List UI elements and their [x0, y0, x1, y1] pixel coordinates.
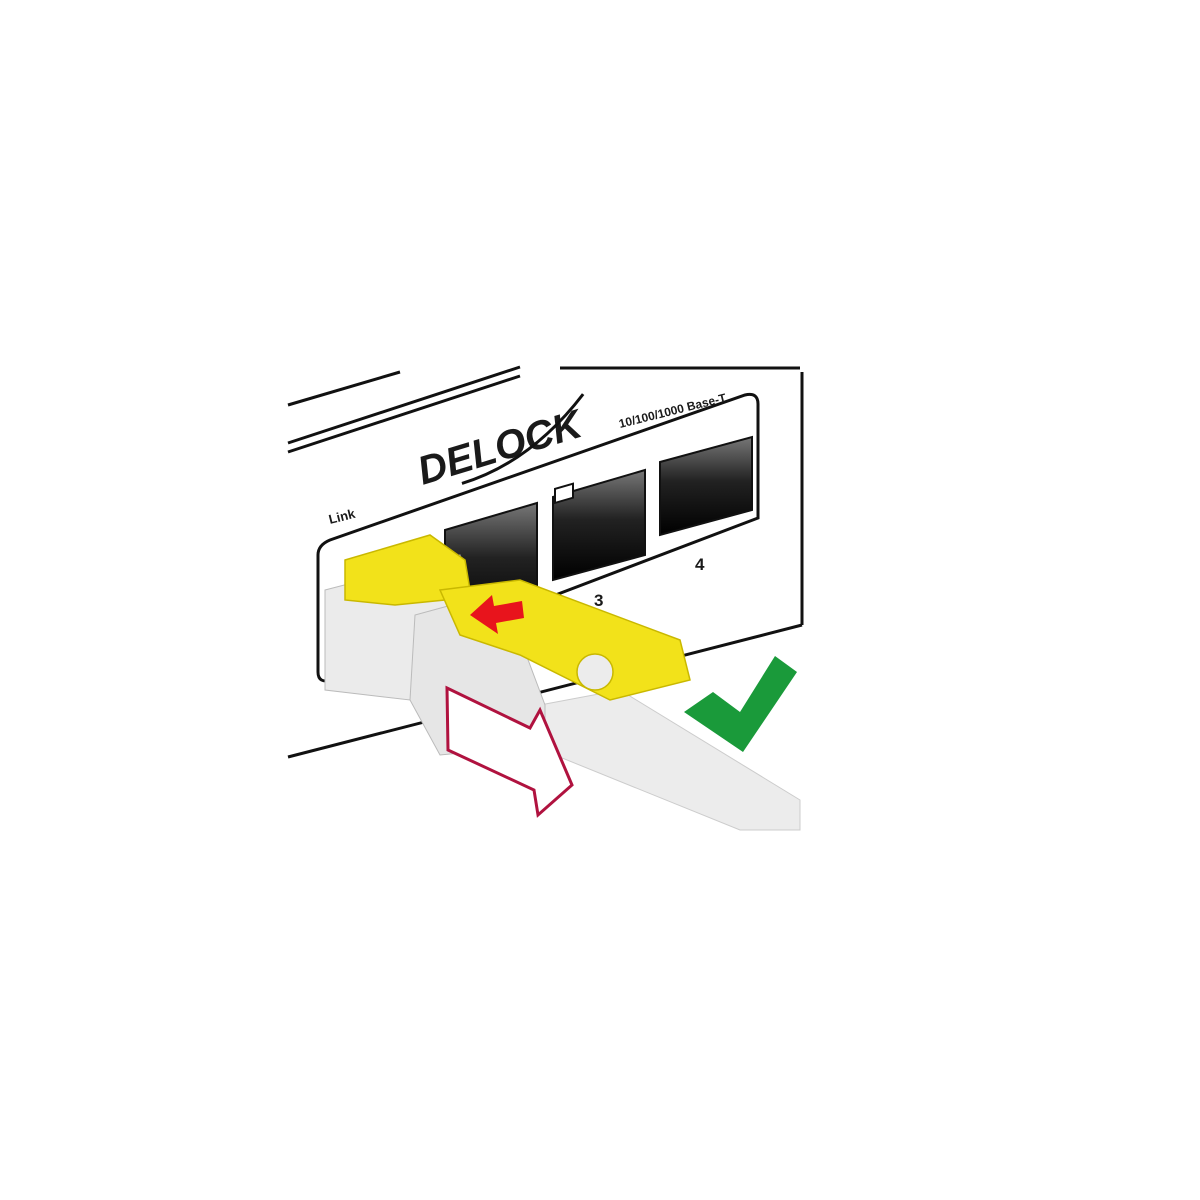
speed-label: 10/100/1000 Base-T	[617, 391, 728, 431]
switch-housing	[287, 365, 804, 759]
port-3	[552, 468, 646, 582]
port-number-3: 3	[594, 591, 603, 610]
checkmark-icon	[684, 656, 797, 752]
port-panel	[316, 392, 760, 683]
arrow-left-icon	[470, 595, 524, 634]
link-label: Link	[327, 506, 357, 527]
port-4	[659, 435, 753, 537]
port-number-4: 4	[695, 555, 705, 574]
pull-arrow-icon	[445, 685, 574, 818]
